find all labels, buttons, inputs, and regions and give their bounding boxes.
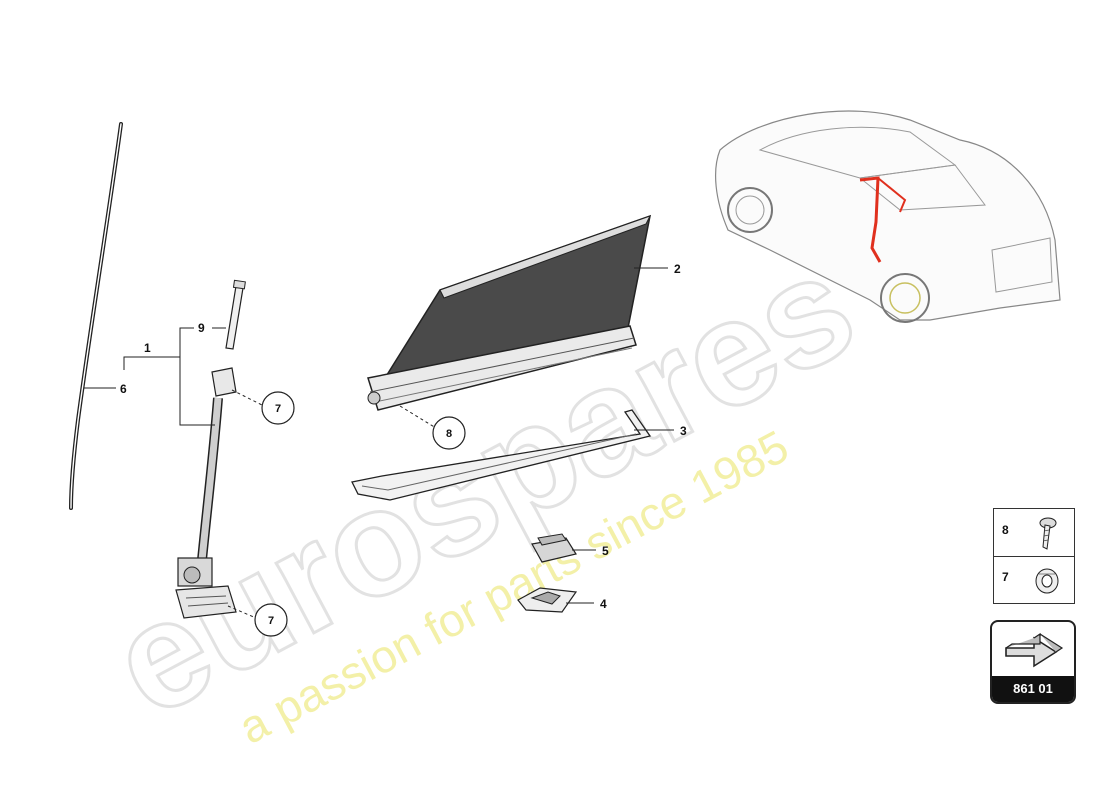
legend-number: 7 <box>1002 570 1009 584</box>
callout-4: 4 <box>600 597 607 611</box>
leader-lines <box>84 267 674 619</box>
part-4-bezel[interactable] <box>517 587 578 613</box>
nut-icon <box>1035 568 1059 594</box>
callout-9: 9 <box>198 321 205 335</box>
callout-3: 3 <box>680 424 687 438</box>
legend-row-7: 7 <box>994 556 1074 603</box>
fastener-legend: 8 7 <box>993 508 1075 604</box>
callout-7-upper: 7 <box>261 391 295 425</box>
screw-icon <box>1039 517 1057 550</box>
callout-5: 5 <box>602 544 609 558</box>
callout-7-lower: 7 <box>254 603 288 637</box>
callout-8-label: 8 <box>446 428 452 440</box>
part-5-switch[interactable] <box>531 533 577 563</box>
callout-8: 8 <box>432 416 466 450</box>
next-section-card[interactable]: 861 01 <box>990 620 1076 704</box>
part-1-drive-assembly[interactable] <box>175 367 237 619</box>
vehicle-overview <box>715 110 1061 323</box>
section-code: 861 01 <box>992 676 1074 702</box>
part-9-guide-rod[interactable] <box>225 279 246 350</box>
callout-1: 1 <box>144 341 151 355</box>
callout-6: 6 <box>120 382 127 396</box>
callout-7-upper-label: 7 <box>275 403 281 415</box>
callout-7-lower-label: 7 <box>268 615 274 627</box>
part-2-roller-blind[interactable] <box>367 214 652 411</box>
legend-number: 8 <box>1002 523 1009 537</box>
arrow-icon <box>1005 632 1064 668</box>
part-3-trim-strip[interactable] <box>351 409 652 501</box>
callout-2: 2 <box>674 262 681 276</box>
part-6-seal-strip[interactable] <box>69 122 123 510</box>
legend-row-8: 8 <box>994 509 1074 557</box>
